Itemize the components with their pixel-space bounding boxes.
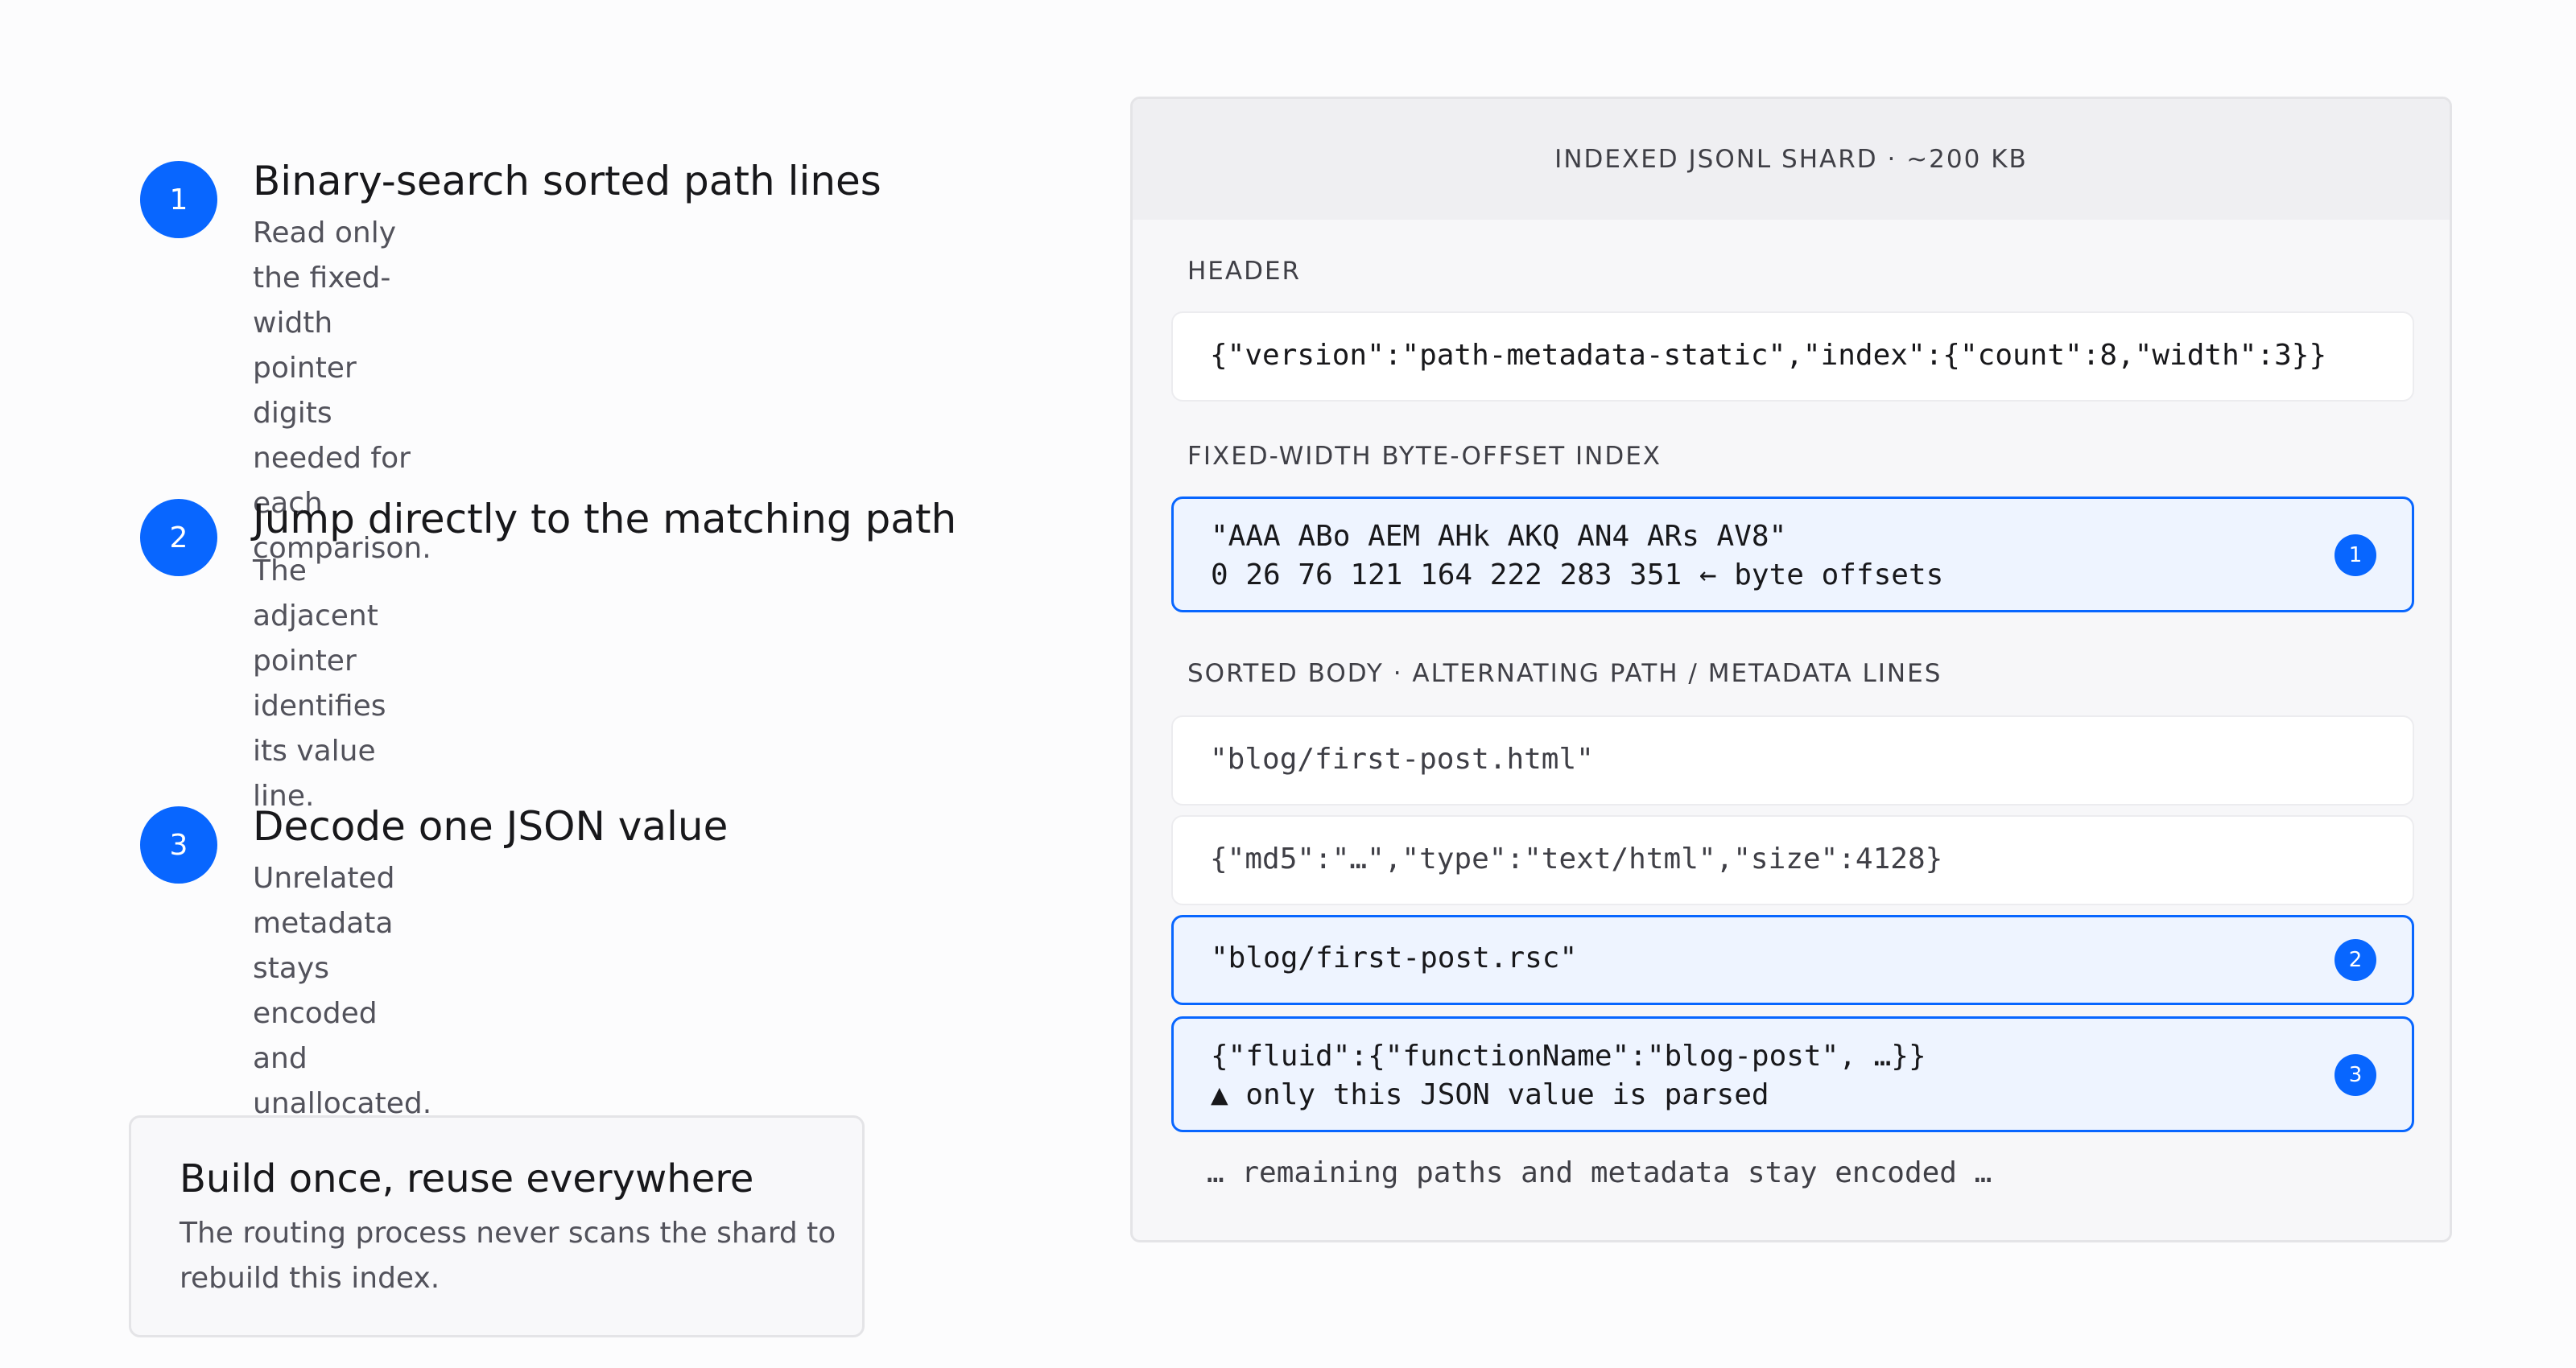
- note-description: The routing process never scans the shar…: [180, 1211, 840, 1301]
- note-description-line: The routing process never scans the shar…: [180, 1217, 836, 1250]
- step-description-line: Unrelated metadata stays encoded and una…: [253, 862, 432, 1120]
- index-offsets-line: 0 26 76 121 164 222 283 351 ← byte offse…: [1211, 558, 1944, 591]
- parsed-value-line: {"fluid":{"functionName":"blog-post", …}…: [1211, 1040, 1926, 1073]
- header-line-box: {"version":"path-metadata-static","index…: [1171, 311, 2414, 402]
- body-section-label: SORTED BODY · ALTERNATING PATH / METADAT…: [1187, 659, 1942, 688]
- header-json-line: {"version":"path-metadata-static","index…: [1210, 339, 2327, 372]
- note-description-line: rebuild this index.: [180, 1262, 440, 1295]
- step-description: The adjacent pointer identifies its valu…: [253, 549, 386, 819]
- body-row-path: "blog/first-post.html": [1171, 715, 2414, 806]
- step-description-line: Read only the fixed-width pointer digits: [253, 216, 397, 430]
- body-row-metadata: {"md5":"…","type":"text/html","size":412…: [1171, 815, 2414, 905]
- header-section-label: HEADER: [1187, 257, 1302, 286]
- step-number-badge: 2: [140, 499, 217, 576]
- parsed-value-note: ▲ only this JSON value is parsed: [1211, 1078, 1769, 1111]
- index-keys-line: "AAA ABo AEM AHk AKQ AN4 ARs AV8": [1211, 520, 1787, 553]
- remaining-encoded-note: … remaining paths and metadata stay enco…: [1207, 1156, 1992, 1189]
- matched-path-line: "blog/first-post.rsc": [1211, 942, 1578, 974]
- step-number-badge: 1: [140, 161, 217, 238]
- step-title: Jump directly to the matching path: [253, 496, 957, 542]
- step-number-badge: 3: [140, 806, 217, 884]
- step-description: Unrelated metadata stays encoded and una…: [253, 856, 431, 1127]
- body-row-parsed-value: {"fluid":{"functionName":"blog-post", …}…: [1171, 1016, 2414, 1132]
- metadata-line: {"md5":"…","type":"text/html","size":412…: [1210, 843, 1943, 876]
- index-section-label: FIXED-WIDTH BYTE-OFFSET INDEX: [1187, 442, 1662, 471]
- step-description: Read only the fixed-width pointer digits…: [253, 211, 431, 571]
- parsed-value-badge: 3: [2334, 1054, 2376, 1096]
- index-box: "AAA ABo AEM AHk AKQ AN4 ARs AV8" 0 26 7…: [1171, 497, 2414, 612]
- step-description-line: needed for each comparison.: [253, 442, 431, 565]
- shard-title: INDEXED JSONL SHARD · ~200 KB: [1133, 99, 2450, 220]
- step-description-line: The adjacent pointer identifies its valu…: [253, 554, 386, 813]
- path-line: "blog/first-post.html": [1210, 743, 1594, 776]
- body-row-matched-path: "blog/first-post.rsc" 2: [1171, 915, 2414, 1005]
- step-title: Decode one JSON value: [253, 803, 729, 850]
- matched-path-badge: 2: [2334, 939, 2376, 981]
- step-title: Binary-search sorted path lines: [253, 158, 881, 204]
- note-card: Build once, reuse everywhere The routing…: [129, 1115, 865, 1337]
- index-step-badge: 1: [2334, 534, 2376, 576]
- note-title: Build once, reuse everywhere: [180, 1156, 754, 1201]
- shard-panel: INDEXED JSONL SHARD · ~200 KB HEADER {"v…: [1130, 97, 2452, 1242]
